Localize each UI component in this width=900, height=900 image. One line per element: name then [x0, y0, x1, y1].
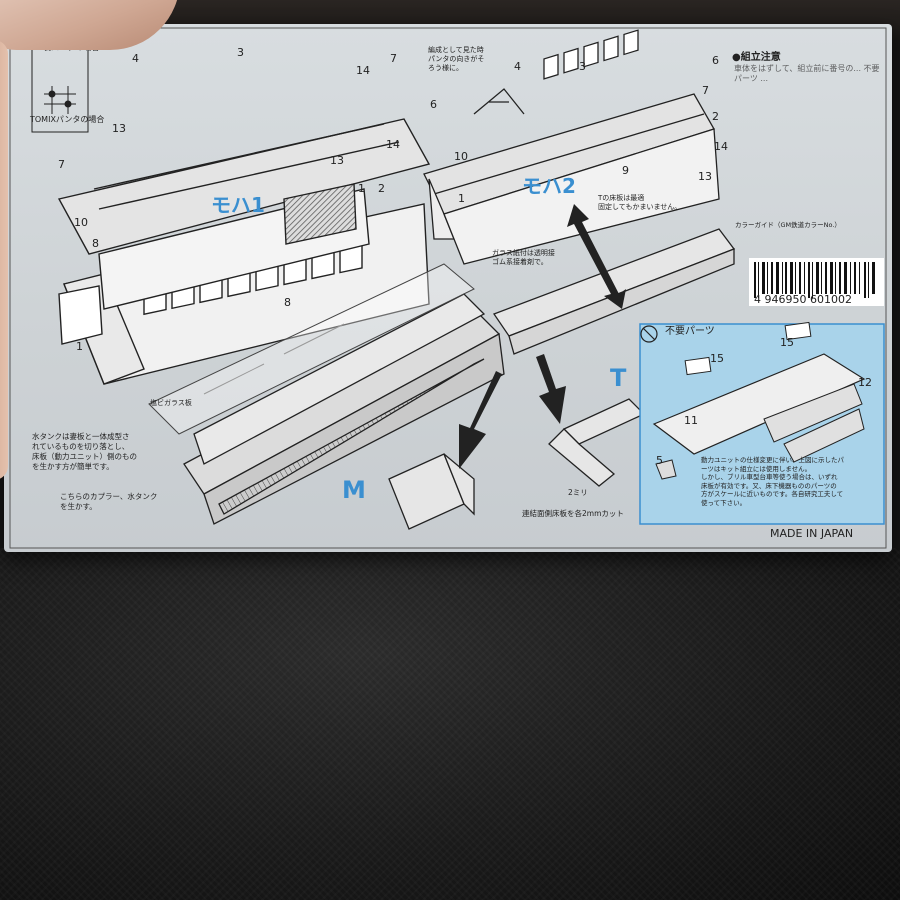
part-number: 1 [358, 182, 365, 195]
part-number: 2 [378, 182, 385, 195]
part-number: 3 [579, 60, 586, 73]
part-number: 7 [702, 84, 709, 97]
assembly-title: ●組立注意 [732, 52, 781, 63]
power-unit-note: 動力ユニットの仕様変更に伴い、上図に示したパ ーツはキット組立には使用しません。… [701, 456, 844, 507]
part-number: 9 [622, 164, 629, 177]
part-number: 14 [714, 140, 728, 153]
car1-label: モハ1 [211, 193, 265, 217]
unused-parts-title: 不要パーツ [665, 326, 715, 337]
part-number: 1 [458, 192, 465, 205]
color-guide-label: カラーガイド（GM鉄道カラーNo.） [735, 221, 841, 229]
glass-plate-drawing [148, 263, 475, 435]
part-number: 7 [58, 158, 65, 171]
part-number: 5 [656, 454, 663, 467]
part-number: 13 [330, 154, 344, 167]
two-mm-label: 2ミリ [568, 488, 588, 497]
part-number: 1 [76, 340, 83, 353]
part-number: 13 [698, 170, 712, 183]
part-number: 7 [390, 52, 397, 65]
holding-hand-edge [0, 40, 8, 480]
barcode [749, 258, 884, 306]
glass-glue-note: ガラス紙付は透明接 ゴム系接着剤で。 [492, 249, 555, 266]
part-number: 8 [284, 296, 291, 309]
instruction-diagram [9, 27, 887, 549]
car-moha2-drawing [423, 29, 720, 265]
made-in-label: MADE IN JAPAN [770, 527, 854, 540]
label-m: M [342, 476, 366, 504]
coupler-note: こちらのカプラー、水タンク を生かす。 [60, 492, 158, 511]
assembly-notes-text: 車体をはずして、組立前に番号の... 不要パーツ ... [734, 64, 880, 83]
dark-fabric-background [0, 548, 900, 900]
model-kit-box-back: モハ1 モハ2 M T ●組立注意 不要パーツ GM製パンタの場合 TOMIXパ… [4, 24, 892, 552]
water-tank-note: 水タンクは妻板と一体成型さ れているものを切り落とし、 床板（動力ユニット）側の… [32, 432, 137, 471]
part-number: 14 [356, 64, 370, 77]
cut-note: 連結面側床板を各2mmカット [522, 509, 624, 518]
barcode-digits: 4 946950 601002 [754, 293, 852, 306]
floor-fix-note: Tの床板は最適 固定してもかまいません。 [598, 194, 682, 211]
part-number: 10 [454, 150, 468, 163]
pantograph-direction-note: 編成として見た時 パンタの向きがそ ろう様に。 [428, 46, 485, 72]
part-number: 12 [858, 376, 872, 389]
part-number: 8 [92, 237, 99, 250]
unused-parts-panel [639, 321, 885, 525]
part-number: 15 [710, 352, 724, 365]
part-number: 2 [712, 110, 719, 123]
part-number: 4 [514, 60, 521, 73]
part-number: 6 [430, 98, 437, 111]
part-number: 11 [684, 414, 698, 427]
part-number: 3 [237, 46, 244, 59]
part-number: 10 [74, 216, 88, 229]
tomix-pantograph-note: TOMIXパンタの場合 [30, 115, 105, 124]
part-number: 14 [386, 138, 400, 151]
assembly-arrows [459, 204, 626, 469]
glass-plate-label: 塩ビガラス板 [150, 399, 192, 407]
part-number: 15 [780, 336, 794, 349]
car2-label: モハ2 [522, 174, 576, 198]
part-number: 6 [712, 54, 719, 67]
label-t: T [610, 364, 627, 392]
part-number: 4 [132, 52, 139, 65]
car-moha1-drawing [57, 118, 431, 385]
part-number: 13 [112, 122, 126, 135]
